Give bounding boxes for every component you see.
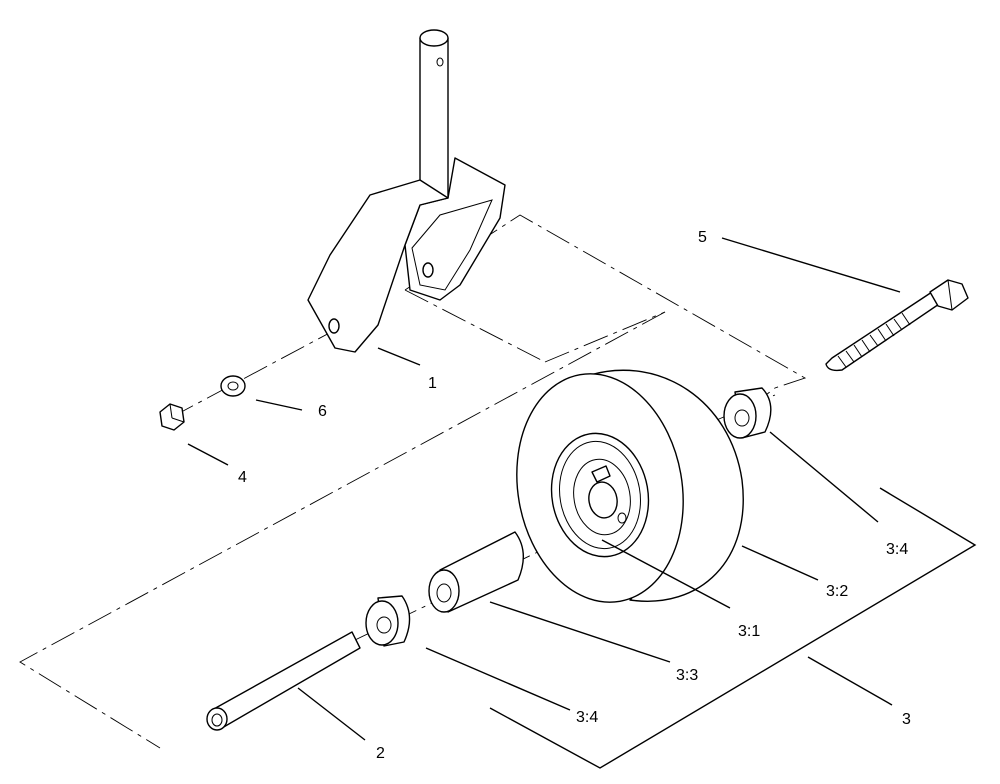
callout-labels: 1 2 3 3:1 3:2 3:3 3:4 3:4 4 5 6 bbox=[238, 229, 911, 762]
spacer-bore bbox=[436, 583, 452, 603]
valve-stem bbox=[591, 465, 611, 483]
callout-3-4-left: 3:4 bbox=[576, 709, 598, 726]
leader-3-4-right bbox=[769, 431, 879, 523]
callout-3-3: 3:3 bbox=[676, 667, 698, 684]
leader-6 bbox=[255, 399, 303, 411]
spacer-tube bbox=[428, 531, 524, 613]
axle-body bbox=[211, 631, 361, 729]
axle-bolt bbox=[825, 279, 969, 372]
callout-3: 3 bbox=[902, 711, 911, 728]
leader-3-3 bbox=[489, 601, 671, 663]
leader-3-1 bbox=[601, 539, 731, 609]
callout-3-4-right: 3:4 bbox=[886, 541, 908, 558]
bearing-left-bore bbox=[376, 616, 392, 634]
lock-washer bbox=[220, 375, 246, 397]
fork-inner-edge bbox=[411, 199, 493, 291]
callout-6: 6 bbox=[318, 403, 327, 420]
caster-fork bbox=[307, 29, 506, 353]
spacer-body bbox=[439, 531, 524, 613]
leader-3-4-left bbox=[425, 647, 571, 711]
bearing-right-face bbox=[723, 393, 757, 439]
leader-lines bbox=[187, 237, 901, 741]
fork-front-leg bbox=[307, 179, 449, 353]
wheel-hub bbox=[588, 481, 618, 519]
washer-hole bbox=[227, 381, 239, 391]
axle-bore bbox=[211, 713, 223, 727]
callout-5: 5 bbox=[698, 229, 707, 246]
bearing-left bbox=[365, 595, 411, 647]
leader-4 bbox=[187, 443, 229, 466]
fork-axle-hole-rear bbox=[422, 262, 434, 278]
leader-1 bbox=[377, 347, 421, 366]
bearing-left-face bbox=[365, 600, 399, 646]
wheel-assembly bbox=[516, 369, 744, 603]
stem-pin-hole bbox=[436, 57, 444, 67]
bolt-shank bbox=[825, 289, 946, 372]
callout-1: 1 bbox=[428, 375, 437, 392]
callout-3-2: 3:2 bbox=[826, 583, 848, 600]
axle-tube bbox=[206, 631, 361, 731]
bearing-right bbox=[723, 387, 772, 439]
leader-5 bbox=[721, 237, 901, 293]
leader-2 bbox=[297, 687, 366, 741]
bearing-right-bore bbox=[734, 409, 750, 427]
fork-stem-top bbox=[419, 29, 449, 47]
fork-stem bbox=[419, 37, 449, 203]
callout-4: 4 bbox=[238, 469, 247, 486]
leader-3 bbox=[807, 656, 893, 706]
axle-end bbox=[206, 707, 228, 731]
callout-2: 2 bbox=[376, 745, 385, 762]
fork-axle-hole-front bbox=[328, 318, 340, 334]
hex-nut bbox=[159, 403, 185, 431]
washer-outer bbox=[220, 375, 246, 397]
bolt-threads bbox=[837, 312, 911, 368]
leader-3-2 bbox=[741, 545, 819, 581]
spacer-end bbox=[428, 569, 460, 613]
assembly-bracket bbox=[489, 487, 977, 769]
callout-3-1: 3:1 bbox=[738, 623, 760, 640]
rim-bolt bbox=[617, 512, 627, 524]
